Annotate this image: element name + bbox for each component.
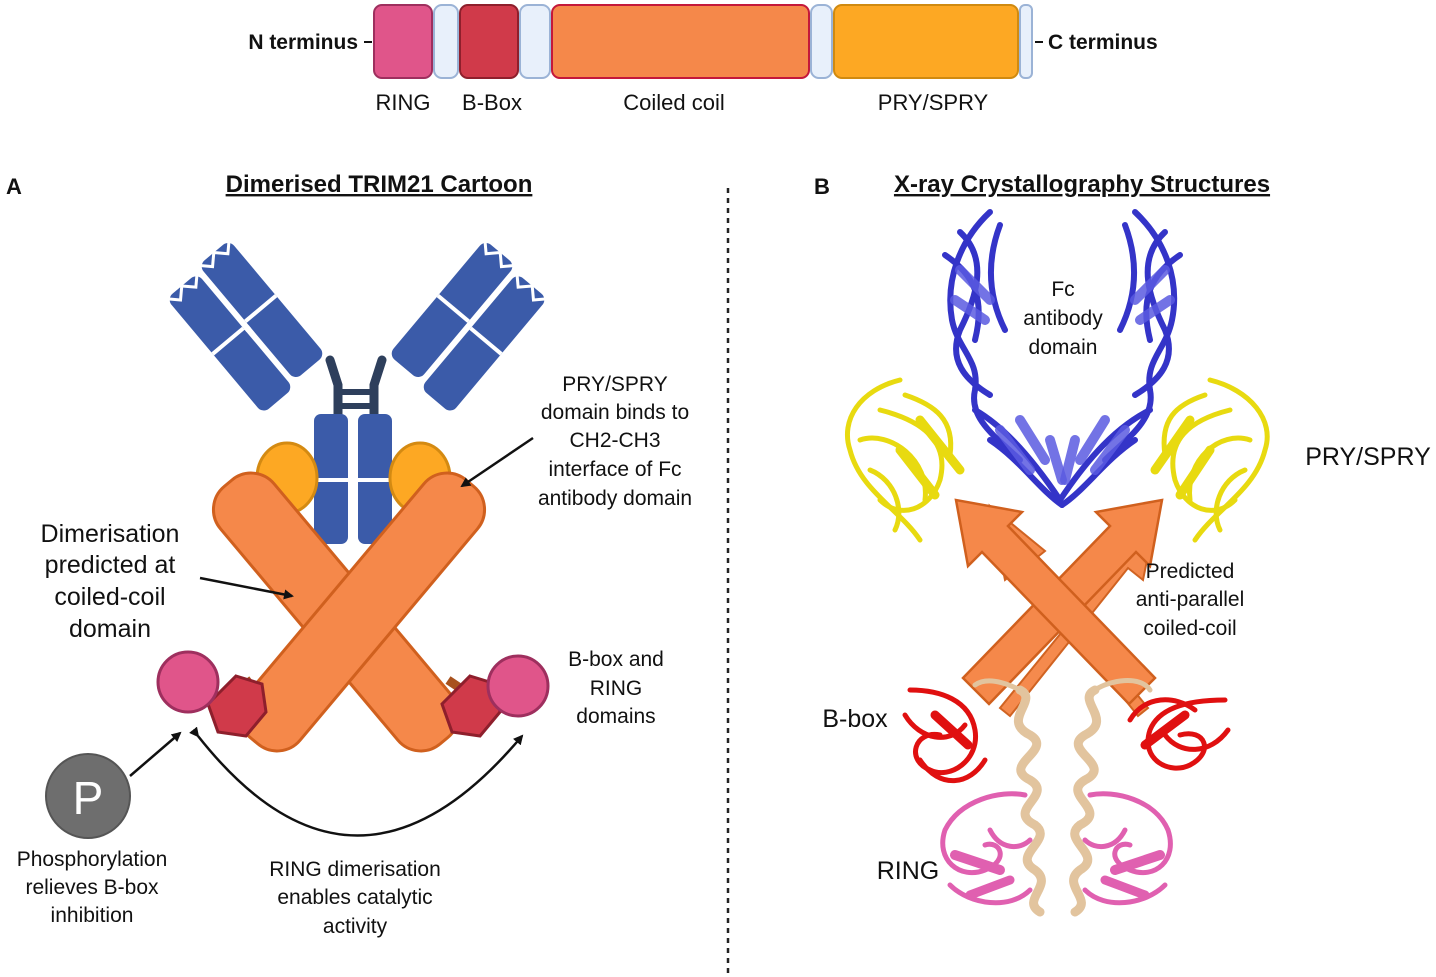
antibody-cartoon (166, 239, 548, 544)
svg-text:CH2-CH3: CH2-CH3 (569, 429, 660, 452)
svg-text:activity: activity (323, 915, 388, 938)
svg-text:antibody domain: antibody domain (538, 487, 692, 510)
svg-text:B-box and: B-box and (568, 648, 664, 671)
panel-b: B X-ray Crystallography Structures (814, 171, 1431, 917)
svg-text:antibody: antibody (1023, 307, 1103, 330)
c-terminus-label: C terminus (1048, 31, 1158, 54)
svg-text:Dimerisation: Dimerisation (41, 520, 180, 548)
svg-text:Predicted: Predicted (1146, 560, 1235, 583)
svg-text:enables catalytic: enables catalytic (277, 886, 432, 909)
pryspry-domain-block (833, 4, 1019, 79)
panel-a-title: Dimerised TRIM21 Cartoon (226, 171, 533, 198)
bbox-domain-block (459, 4, 519, 79)
panel-a-letter: A (6, 174, 22, 199)
svg-text:inhibition: inhibition (51, 904, 134, 927)
bbox-structure-left (902, 687, 988, 784)
svg-text:Fc: Fc (1051, 278, 1074, 301)
dimerisation-arrow (199, 576, 294, 600)
bbox-structure-right (1127, 697, 1231, 771)
panel-a: A Dimerised TRIM21 Cartoon (6, 171, 692, 938)
ring-dimer-note: RING dimerisation enables catalytic acti… (269, 858, 441, 938)
linker-block (810, 4, 833, 79)
svg-text:interface of Fc: interface of Fc (548, 458, 681, 481)
coiled-coil-label: Coiled coil (623, 90, 725, 115)
linker-block (519, 4, 551, 79)
coiled-coil-domain-block (551, 4, 810, 79)
dimerisation-note: Dimerisation predicted at coiled-coil do… (41, 520, 180, 643)
predicted-coiled-coil-label: Predicted anti-parallel coiled-coil (1136, 560, 1245, 640)
pryspry-label: PRY/SPRY (878, 90, 989, 115)
svg-text:PRY/SPRY: PRY/SPRY (562, 373, 667, 396)
phospho-note: Phosphorylation relieves B-box inhibitio… (17, 848, 168, 927)
bbox-structure-label: B-box (822, 705, 888, 733)
svg-text:RING dimerisation: RING dimerisation (269, 858, 441, 881)
ring-dimer-arrow (189, 726, 524, 837)
coiled-coil-helices (972, 678, 1153, 917)
ring-circle-right (486, 654, 550, 718)
bbox-ring-note: B-box and RING domains (568, 648, 664, 728)
svg-text:RING: RING (590, 677, 643, 700)
pryspry-note: PRY/SPRY domain binds to CH2-CH3 interfa… (538, 373, 692, 510)
pryspry-structure-left (844, 377, 965, 543)
svg-text:domains: domains (576, 705, 655, 728)
fc-structure (942, 209, 1183, 508)
svg-text:coiled-coil: coiled-coil (54, 583, 165, 611)
svg-text:domain: domain (69, 615, 151, 643)
n-terminus-label: N terminus (248, 31, 358, 54)
phospho-arrow (129, 731, 182, 777)
pryspry-structure-label: PRY/SPRY (1305, 443, 1431, 471)
svg-text:relieves B-box: relieves B-box (25, 876, 159, 899)
pryspry-structure-right (1150, 377, 1270, 543)
ring-circle-left (156, 650, 220, 714)
svg-text:coiled-coil: coiled-coil (1143, 617, 1236, 640)
ring-domain-block (373, 4, 433, 79)
linker-block (1019, 4, 1033, 79)
svg-text:Phosphorylation: Phosphorylation (17, 848, 168, 871)
arrow-left-up (954, 498, 1157, 706)
panel-b-title: X-ray Crystallography Structures (894, 171, 1270, 198)
phosphate-circle (46, 754, 130, 838)
bbox-label: B-Box (462, 90, 522, 115)
svg-text:predicted at: predicted at (45, 551, 176, 579)
ring-label: RING (376, 90, 431, 115)
domain-bar: N terminus C terminus RING B-Box Coiled … (248, 4, 1158, 115)
phosphate-symbol: P (73, 772, 104, 824)
svg-text:anti-parallel: anti-parallel (1136, 588, 1245, 611)
fc-label: Fc antibody domain (1023, 278, 1103, 359)
ring-structure-right (1082, 791, 1173, 906)
ring-structure-label: RING (877, 857, 940, 885)
panel-b-letter: B (814, 174, 830, 199)
pryspry-arrow (460, 436, 534, 488)
linker-block (433, 4, 459, 79)
svg-text:domain: domain (1029, 336, 1098, 359)
svg-text:domain binds to: domain binds to (541, 401, 689, 424)
ring-structure-left (940, 791, 1033, 906)
